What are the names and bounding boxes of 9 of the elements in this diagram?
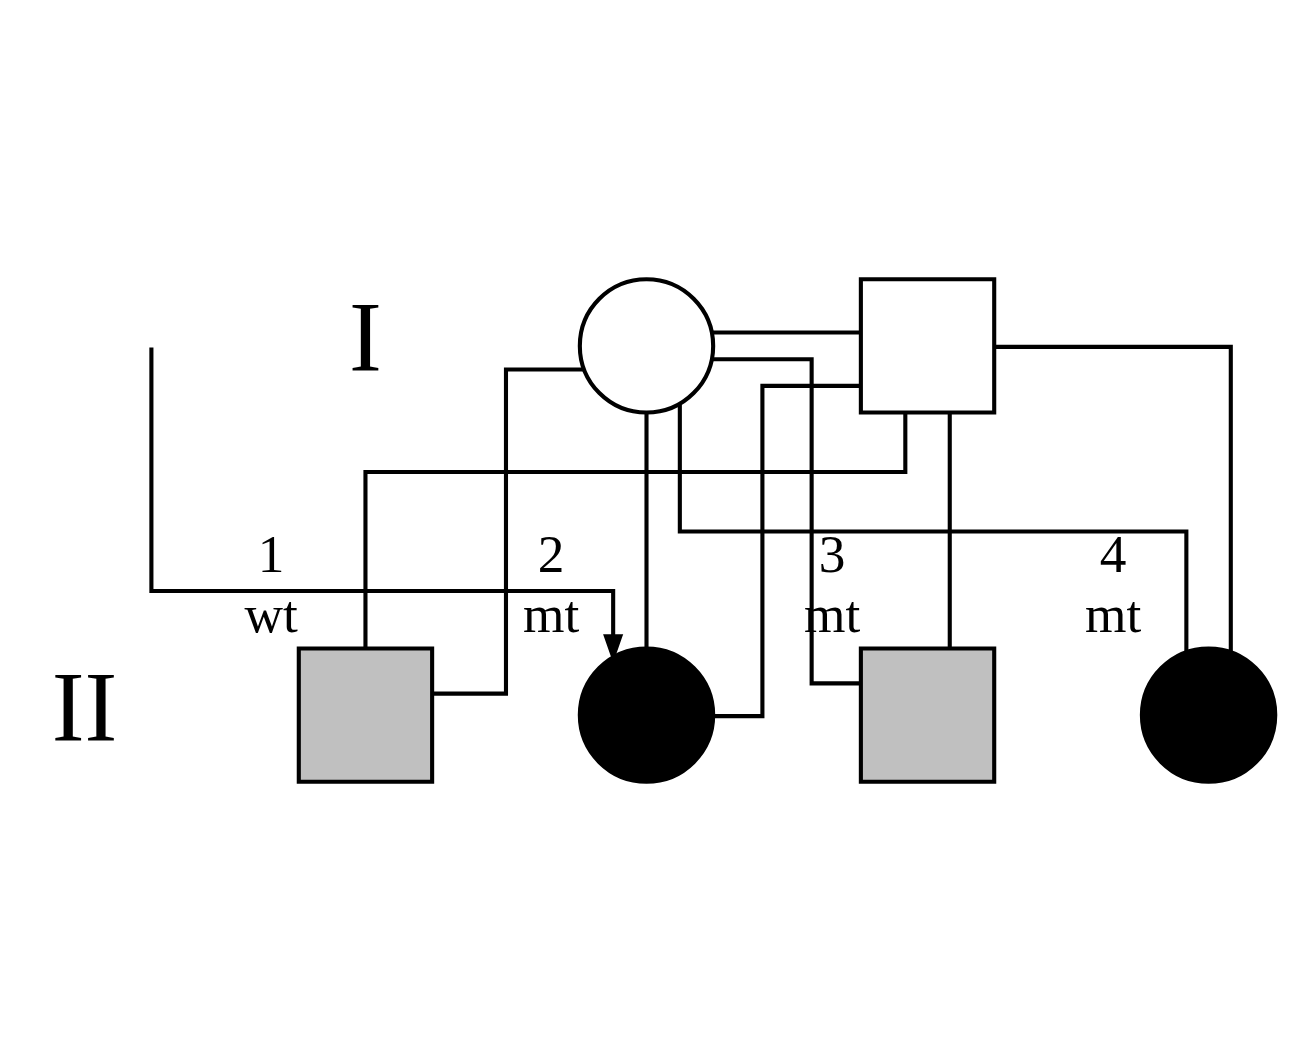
node-label: 1 (257, 523, 284, 584)
node-label: 3 (818, 523, 845, 584)
node-label: mt (1084, 583, 1141, 644)
label: II (51, 651, 117, 761)
node-label: 2 (537, 523, 564, 584)
label: I (348, 281, 382, 391)
node-label: 4 (1099, 523, 1127, 584)
node-label: mt (522, 583, 579, 644)
node-label: wt (243, 583, 298, 644)
